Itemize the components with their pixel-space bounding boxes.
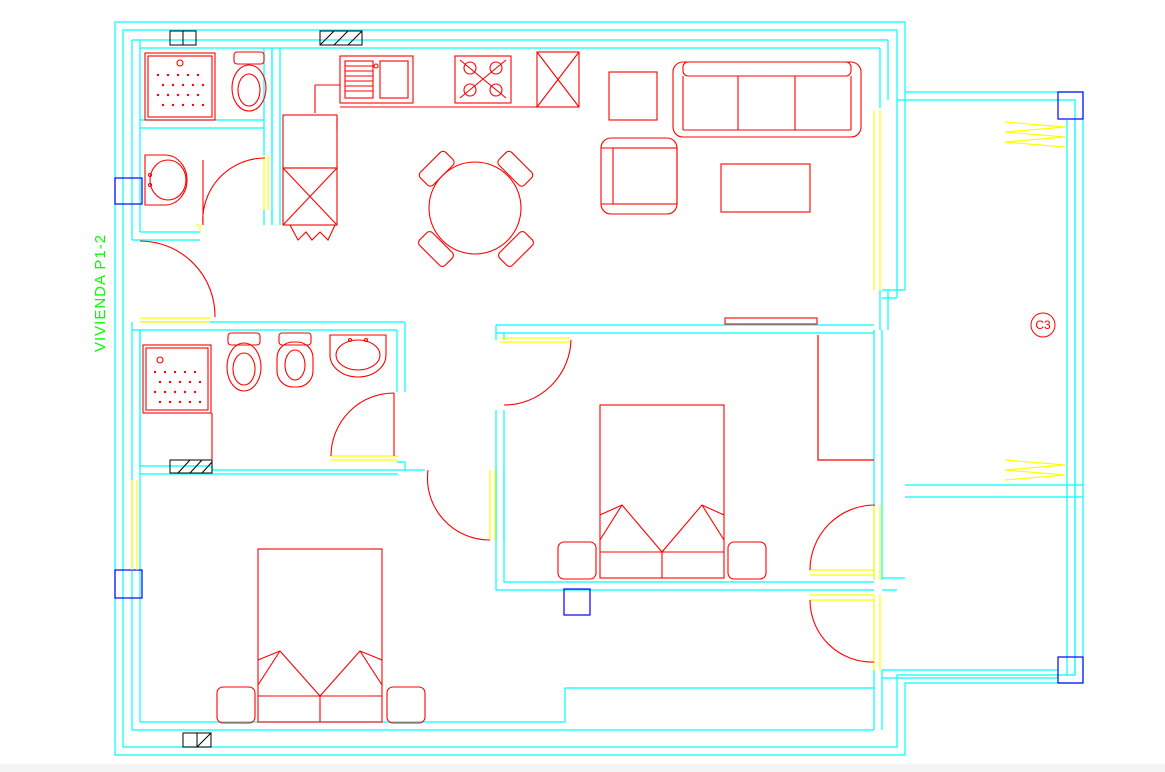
- door-swing-icon: [330, 392, 395, 457]
- window-hatch: [169, 459, 213, 474]
- armchair-icon: [600, 137, 678, 215]
- window-hatch: [319, 30, 363, 46]
- toilet-icon: [226, 332, 262, 392]
- coffee-table-icon: [720, 163, 811, 213]
- door-swing-icon: [426, 469, 491, 541]
- fridge-icon: [282, 114, 338, 241]
- bed-icon: [216, 548, 426, 724]
- outer-wall-inner: [122, 29, 1076, 748]
- column: [114, 569, 143, 599]
- columns: [114, 91, 1084, 684]
- dining-table-icon: [418, 150, 534, 267]
- bottom-strip: [0, 764, 1165, 772]
- door-swing-icon: [503, 339, 572, 406]
- door-swing-icon: [139, 240, 216, 318]
- zone-label: C3: [1035, 318, 1051, 332]
- toilet-icon: [231, 51, 267, 112]
- column: [1057, 91, 1084, 120]
- washbasin-icon: [144, 154, 188, 206]
- unit-label: VIVIENDA P1-2: [92, 233, 109, 352]
- tv-unit-icon: [724, 317, 818, 325]
- openings: [131, 110, 1066, 670]
- cabinet-icon: [536, 51, 580, 108]
- column: [1057, 656, 1084, 684]
- door-swing-icon: [809, 599, 875, 663]
- sofa-icon: [672, 61, 862, 138]
- sink-icon: [339, 55, 414, 104]
- walls: [114, 21, 1084, 756]
- shower-icon: [144, 52, 216, 121]
- unit-label-container: VIVIENDA P1-2: [78, 232, 118, 362]
- zone-marker: [1030, 312, 1056, 338]
- door-swing-icon: [202, 157, 266, 226]
- door-swing-icon: [809, 504, 876, 571]
- shower-icon: [142, 344, 212, 414]
- side-table-icon: [608, 71, 658, 121]
- outer-wall: [114, 21, 1084, 756]
- bidet-icon: [276, 332, 314, 388]
- bed-icon: [557, 404, 767, 580]
- washbasin-icon: [329, 334, 387, 378]
- column: [114, 177, 143, 205]
- window-hatches: [169, 30, 363, 748]
- furniture: [139, 51, 876, 724]
- column: [563, 588, 591, 616]
- stove-icon: [454, 55, 512, 104]
